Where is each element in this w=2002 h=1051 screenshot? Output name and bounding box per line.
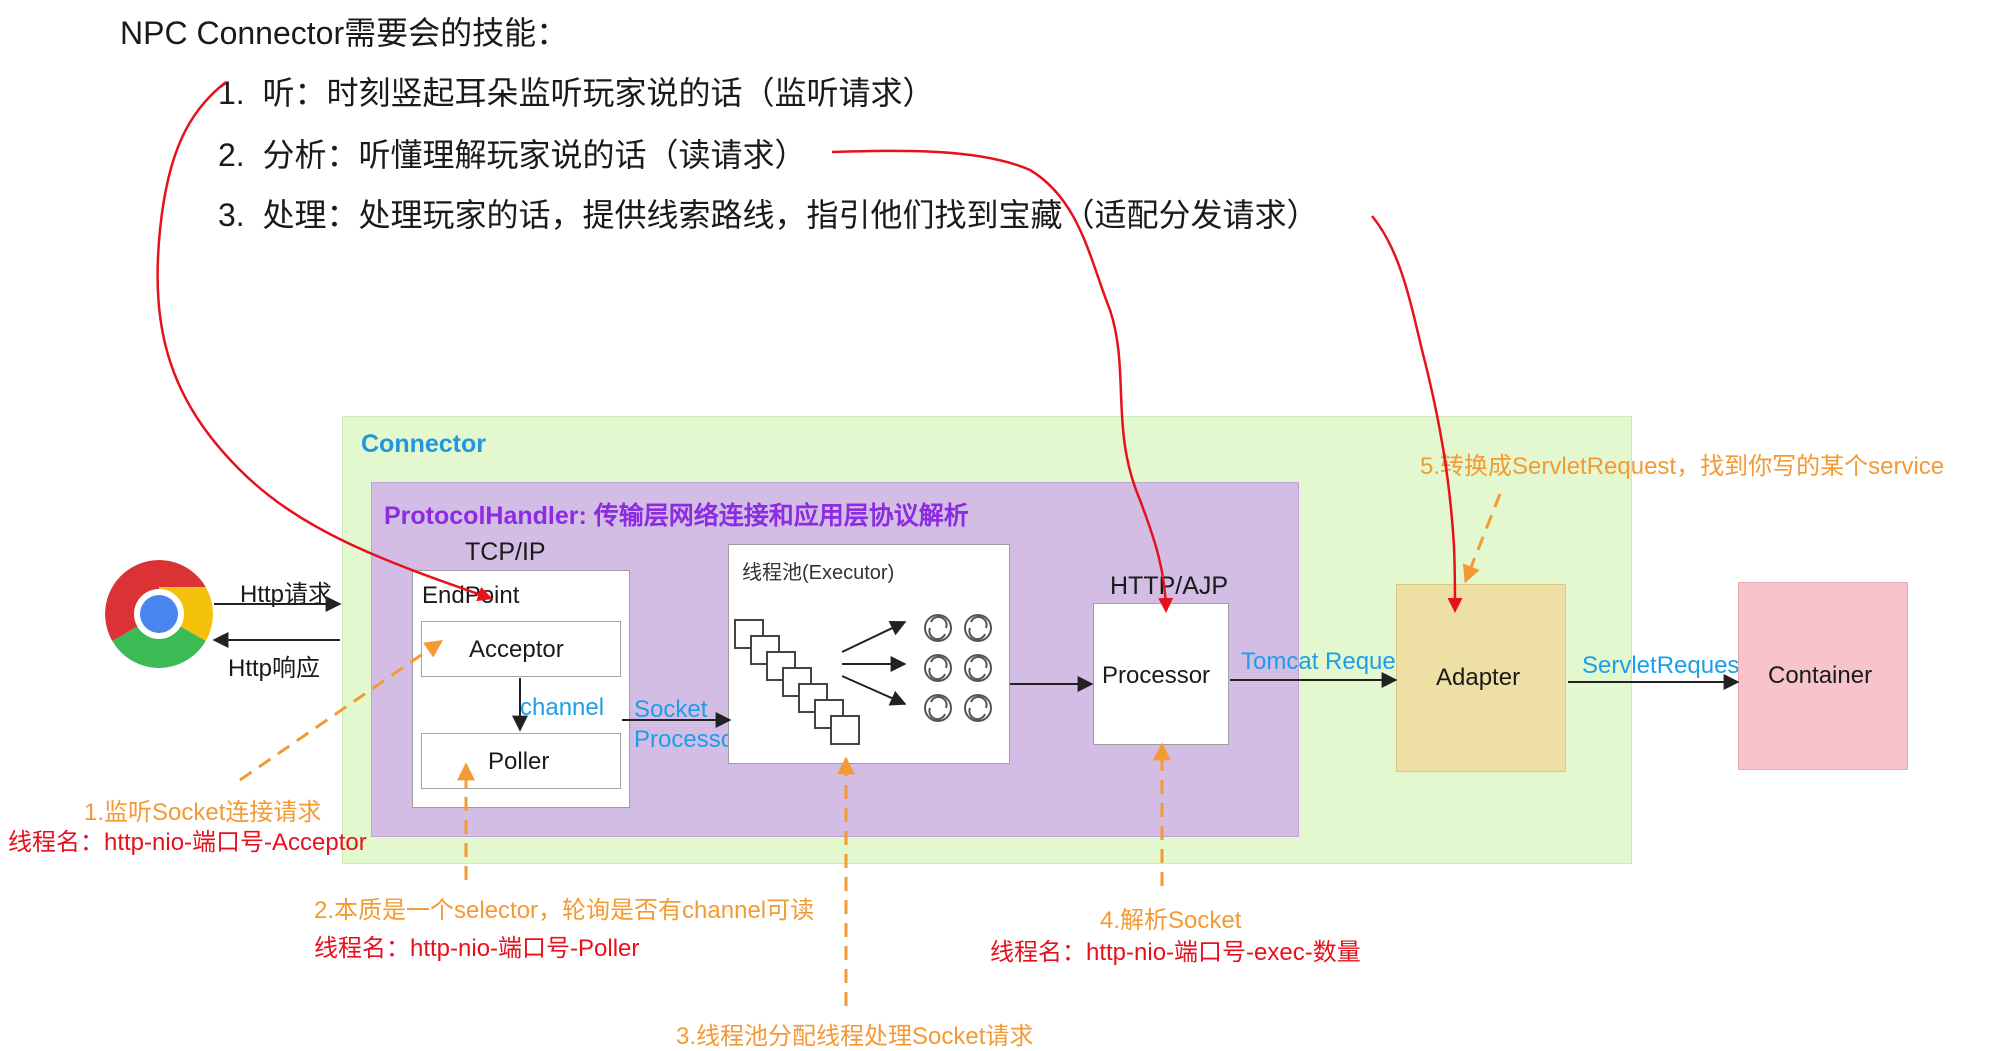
- list-text: 处理：处理玩家的话，提供线索路线，指引他们找到宝藏（适配分发请求）: [262, 197, 1319, 233]
- tomcat-request-label: Tomcat Request: [1241, 648, 1415, 675]
- http-ajp-label: HTTP/AJP: [1110, 572, 1229, 600]
- red-arrow-analyze: [831, 149, 1174, 613]
- thread-icons: [924, 614, 992, 722]
- note-poller-thread: 线程名：http-nio-端口号-Poller: [314, 935, 640, 962]
- note-executor-title: 3.线程池分配线程处理Socket请求: [676, 1023, 1034, 1050]
- note-acceptor-pointer: [239, 639, 443, 782]
- adapter-label: Adapter: [1436, 664, 1521, 691]
- adapter-box: [1396, 584, 1566, 772]
- intro-heading: NPC Connector需要会的技能：: [120, 15, 569, 51]
- note-acceptor-title: 1.监听Socket连接请求: [84, 799, 322, 826]
- chrome-browser-icon: [105, 560, 213, 668]
- socket-processor-label-line2: Processor: [634, 726, 743, 753]
- processor-label: Processor: [1102, 662, 1211, 689]
- note-adapter-pointer: [1462, 493, 1502, 584]
- socket-processor-label-line1: Socket: [634, 696, 708, 723]
- note-adapter-title: 5.转换成ServletRequest，找到你写的某个service: [1420, 453, 1945, 480]
- list-text: 听：时刻竖起耳朵监听玩家说的话（监听请求）: [262, 75, 935, 111]
- list-item-listen: 1. 听：时刻竖起耳朵监听玩家说的话（监听请求）: [218, 68, 934, 114]
- acceptor-label: Acceptor: [469, 636, 564, 663]
- dispatch-arrow-bottom: [841, 675, 907, 706]
- executor-task-queue: [734, 619, 860, 745]
- note-processor-title: 4.解析Socket: [1100, 907, 1242, 934]
- executor-label: 线程池(Executor): [742, 562, 895, 584]
- red-arrow-listen: [156, 81, 493, 602]
- endpoint-label: EndPoint: [422, 582, 520, 609]
- protocol-handler-title: ProtocolHandler: 传输层网络连接和应用层协议解析: [384, 502, 969, 530]
- servlet-request-label: ServletRequest: [1582, 652, 1747, 679]
- poller-label: Poller: [488, 748, 550, 775]
- poller-box: [421, 733, 621, 789]
- note-acceptor-thread: 线程名：http-nio-端口号-Acceptor: [8, 829, 367, 856]
- connector-title: Connector: [361, 430, 486, 458]
- note-poller-title: 2.本质是一个selector，轮询是否有channel可读: [314, 897, 815, 924]
- acceptor-box: [421, 621, 621, 677]
- red-arrow-process: [1371, 215, 1463, 613]
- list-number: 2.: [218, 137, 245, 173]
- list-number: 1.: [218, 75, 245, 111]
- dispatch-arrow-top: [841, 620, 907, 653]
- container-box: [1738, 582, 1908, 770]
- list-text: 分析：听懂理解玩家说的话（读请求）: [262, 137, 807, 173]
- list-item-process: 3. 处理：处理玩家的话，提供线索路线，指引他们找到宝藏（适配分发请求）: [218, 190, 1318, 236]
- list-item-analyze: 2. 分析：听懂理解玩家说的话（读请求）: [218, 130, 806, 176]
- processor-box: [1093, 603, 1229, 745]
- list-number: 3.: [218, 197, 245, 233]
- http-response-label: Http响应: [228, 655, 321, 682]
- note-processor-thread: 线程名：http-nio-端口号-exec-数量: [990, 939, 1361, 966]
- channel-label: channel: [520, 694, 605, 721]
- tcpip-label: TCP/IP: [465, 538, 546, 566]
- container-label: Container: [1768, 662, 1873, 689]
